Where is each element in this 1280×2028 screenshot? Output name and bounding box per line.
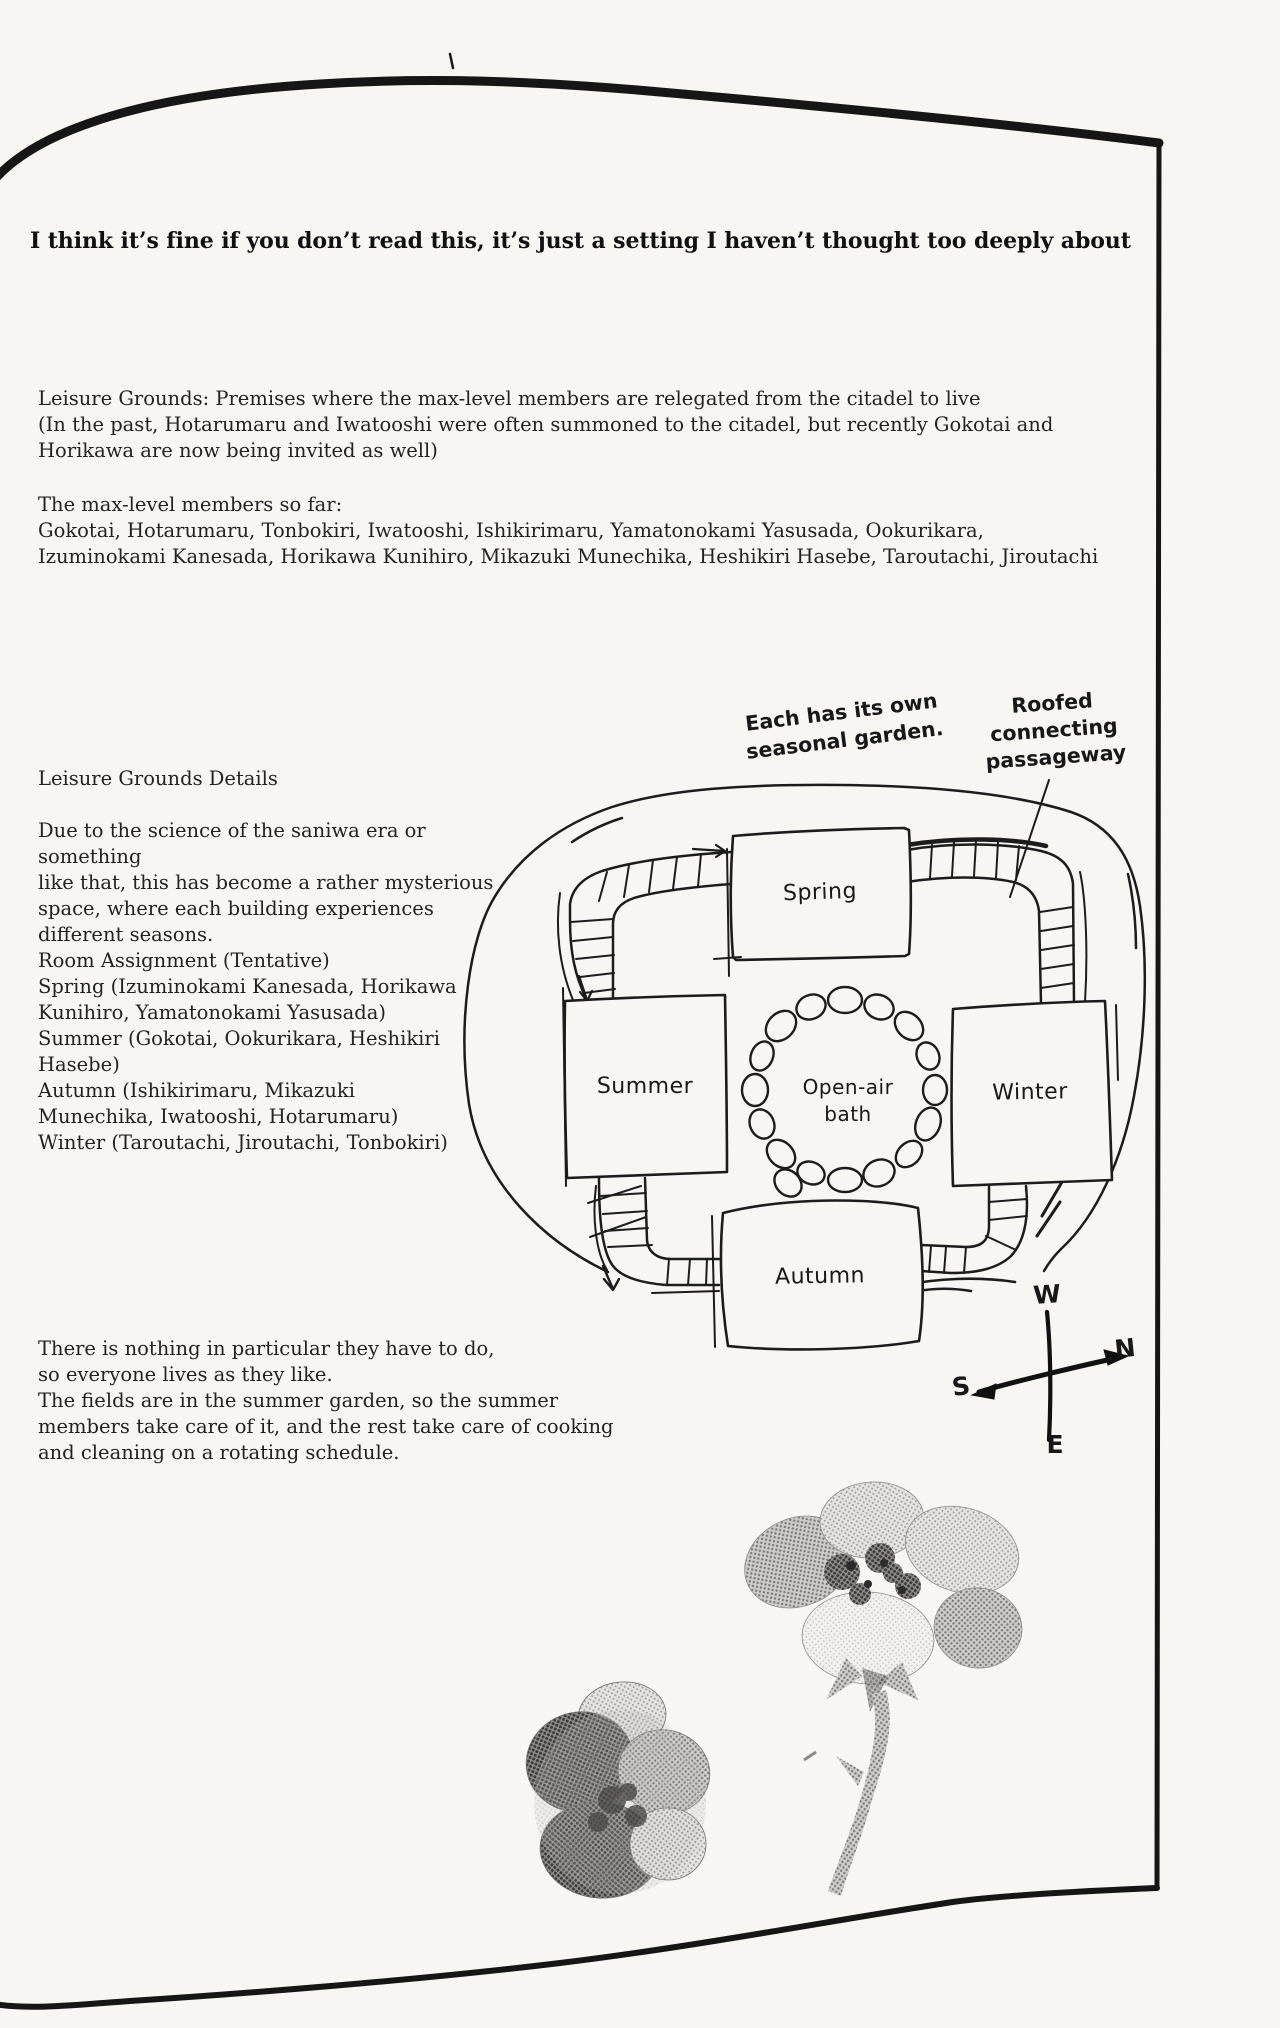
details-paragraph: Due to the science of the saniwa era or …	[38, 819, 494, 946]
compass-north-label: N	[1113, 1332, 1137, 1365]
room-assignment-paragraph: Room Assignment (Tentative) Spring (Izum…	[38, 949, 457, 1154]
compass-west-label: W	[1032, 1279, 1062, 1310]
intro-paragraph: Leisure Grounds: Premises where the max-…	[38, 387, 1054, 462]
building-autumn-label: Autumn	[774, 1263, 866, 1290]
flower-illustrations	[525, 1481, 1023, 1899]
members-paragraph: The max-level members so far: Gokotai, H…	[38, 493, 1099, 568]
open-air-bath-label: Open-air bath	[802, 1075, 894, 1126]
note-seasonal-garden: Each has its own seasonal garden.	[743, 688, 945, 764]
page-title: I think it’s fine if you don’t read this…	[30, 228, 1131, 254]
details-heading: Leisure Grounds Details	[38, 767, 278, 790]
compass-south-label: S	[950, 1370, 972, 1403]
note-roofed-passageway: Roofed connecting passageway	[984, 688, 1127, 774]
flower-small-illustration	[525, 1681, 711, 1899]
lifestyle-paragraph: There is nothing in particular they have…	[38, 1337, 614, 1464]
flower-large-illustration	[744, 1481, 1023, 1896]
compass-east-label: E	[1046, 1430, 1064, 1459]
compass-icon	[970, 1309, 1130, 1443]
building-winter-label: Winter	[992, 1079, 1068, 1106]
building-spring-label: Spring	[782, 878, 858, 907]
building-summer-label: Summer	[596, 1074, 694, 1099]
